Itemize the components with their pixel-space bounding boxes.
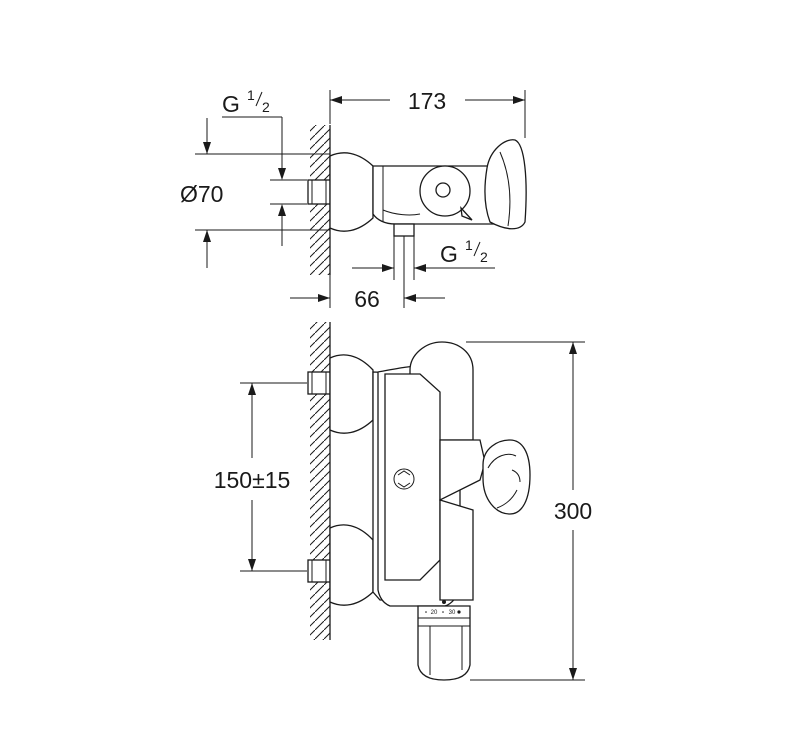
dim-overall-height: 300 <box>466 341 592 681</box>
front-control-symbol <box>393 468 415 490</box>
dim-outlet-offset: 66 <box>290 246 445 312</box>
side-handle <box>484 139 527 230</box>
side-control-knob <box>419 165 473 221</box>
label-flange-diameter: Ø70 <box>180 181 223 207</box>
label-inlet-spacing: 150±15 <box>214 467 291 493</box>
side-wall-flange <box>329 152 374 232</box>
label-outlet-offset: 66 <box>354 286 380 312</box>
scale-mark-20: 20 <box>431 610 438 616</box>
label-inlet-thread-g: G <box>222 91 240 117</box>
dim-outlet-thread: G 1 2 <box>352 236 495 280</box>
front-view: 20 30 150±15 300 <box>214 322 592 681</box>
label-outlet-thread-num: 1 <box>465 237 473 253</box>
dim-inlet-thread: G 1 2 <box>222 87 307 246</box>
label-outlet-thread-g: G <box>440 241 458 267</box>
dim-flange-diameter: Ø70 <box>180 118 330 268</box>
front-upper-inlet <box>307 354 374 434</box>
side-outlet-connector <box>393 223 415 246</box>
scale-mark-30: 30 <box>449 610 456 616</box>
front-lower-inlet <box>307 524 374 606</box>
dim-inlet-spacing: 150±15 <box>214 382 307 572</box>
side-inlet-connector <box>307 179 331 205</box>
label-inlet-thread-num: 1 <box>247 87 255 103</box>
front-handle <box>482 439 531 515</box>
label-outlet-thread-den: 2 <box>480 249 488 265</box>
label-overall-height: 300 <box>554 498 592 524</box>
dim-overall-length: 173 <box>329 88 526 138</box>
label-overall-length: 173 <box>408 88 446 114</box>
label-inlet-thread-den: 2 <box>262 99 270 115</box>
side-view: 173 G 1 2 Ø70 <box>180 87 527 312</box>
front-thermostat-grip: 20 30 <box>417 600 471 681</box>
front-wall <box>310 322 331 640</box>
